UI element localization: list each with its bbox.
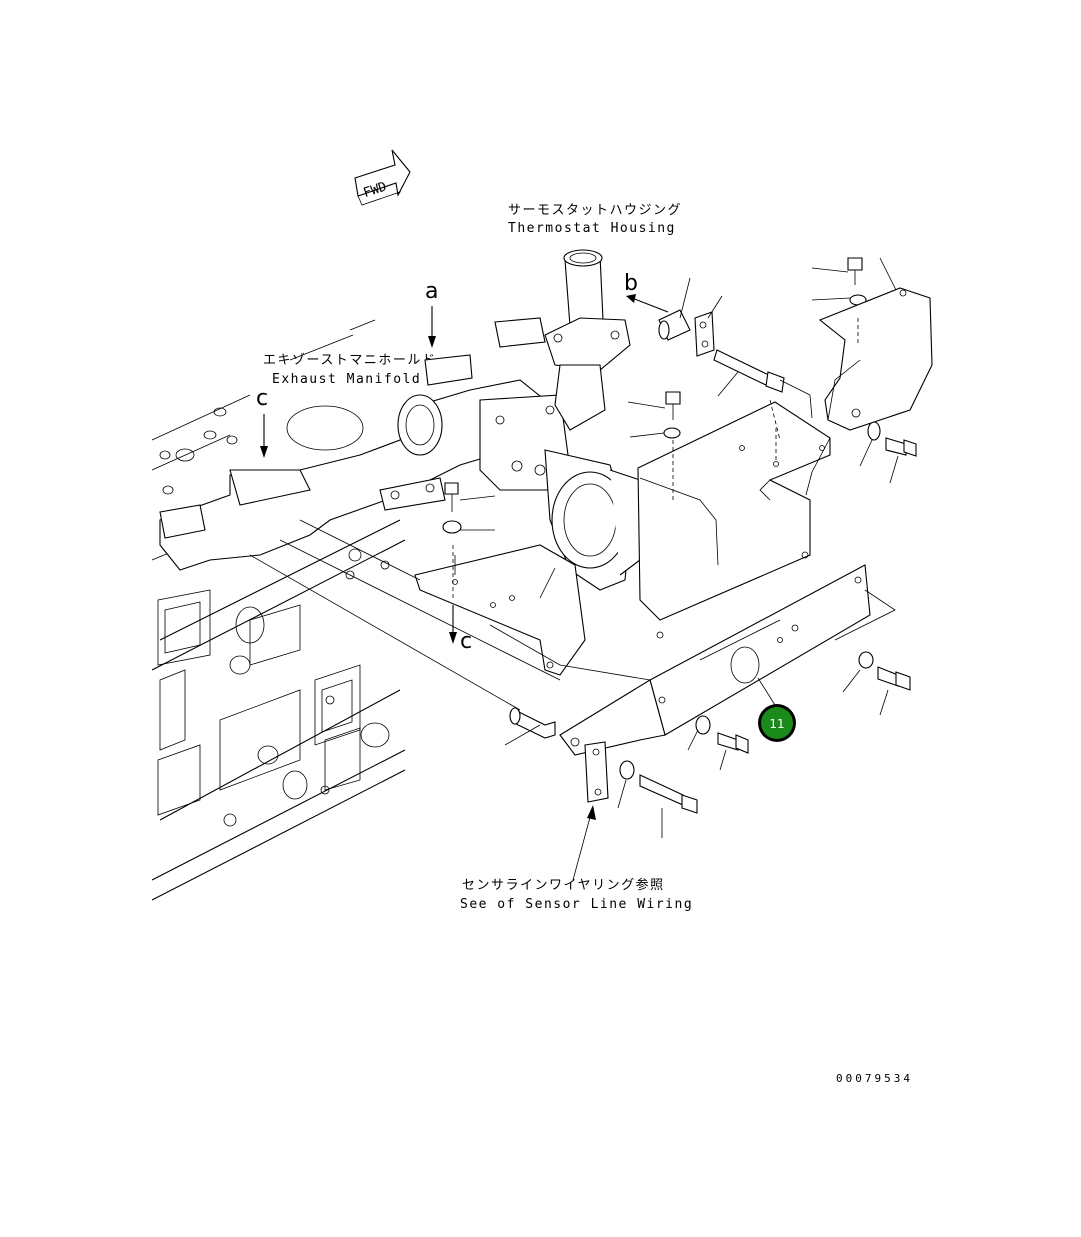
main-bracket <box>637 401 831 639</box>
fwd-marker-icon: FWD <box>354 149 411 206</box>
ref-b-top: b <box>624 271 669 313</box>
callout-11-number: 11 <box>769 717 784 731</box>
svg-text:c: c <box>460 629 472 654</box>
hardware-upper <box>442 257 917 534</box>
drawing-code: 00079534 <box>836 1072 913 1085</box>
sensor-bracket <box>572 741 609 881</box>
connection-lines <box>249 379 813 711</box>
fwd-label: FWD <box>362 179 389 201</box>
sensor-wiring-en-label: See of Sensor Line Wiring <box>460 897 693 912</box>
thermostat-housing-en-label: Thermostat Housing <box>508 221 676 236</box>
lower-bracket <box>489 564 896 756</box>
exhaust-manifold <box>159 317 546 571</box>
exhaust-manifold-en-label: Exhaust Manifold <box>272 372 421 387</box>
thermostat-housing <box>544 249 631 431</box>
left-plate <box>414 544 586 676</box>
hardware-lower <box>504 651 911 838</box>
ref-c-bottom: c <box>449 605 472 654</box>
svg-text:c: c <box>256 386 268 411</box>
exhaust-manifold-jp-label: エキゾーストマニホールド <box>263 353 436 368</box>
thermostat-housing-jp-label: サーモスタットハウジング <box>508 203 682 218</box>
svg-text:a: a <box>425 279 438 304</box>
callout-11[interactable]: 11 <box>758 704 796 742</box>
engine-block <box>151 394 406 901</box>
ref-c-top: c <box>256 386 268 458</box>
turbo-housing <box>479 394 641 591</box>
sensor-wiring-jp-label: センサラインワイヤリング参照 <box>462 877 665 893</box>
heat-shield <box>818 287 933 431</box>
svg-text:b: b <box>624 271 638 296</box>
ref-a-top: a <box>425 279 438 348</box>
